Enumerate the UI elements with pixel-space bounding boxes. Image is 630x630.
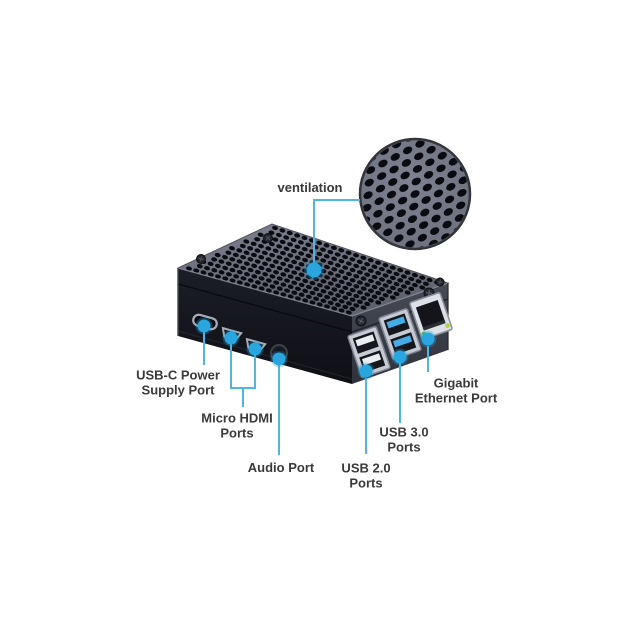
label-usb-2-0-ports: USB 2.0 Ports xyxy=(341,460,391,491)
device-case xyxy=(176,223,453,384)
label-micro-hdmi-ports: Micro HDMI Ports xyxy=(201,410,273,441)
label-audio-port: Audio Port xyxy=(247,459,315,476)
label-line: USB-C Power xyxy=(136,367,220,383)
label-usb-3-0-ports: USB 3.0 Ports xyxy=(379,424,429,455)
label-line: Ports xyxy=(387,439,421,454)
callout-dots xyxy=(195,260,437,380)
label-ventilation-text: ventilation xyxy=(277,179,343,195)
micro-hdmi-dot-2 xyxy=(246,340,264,358)
ethernet-dot xyxy=(419,330,437,348)
usb-c-dot xyxy=(195,317,213,335)
gigabit-ethernet-port xyxy=(409,292,453,340)
label-line: Ports xyxy=(349,475,383,490)
screw-top-right xyxy=(435,277,445,287)
ethernet-led-right xyxy=(445,323,450,328)
ventilation-callout-line xyxy=(313,199,360,263)
label-line: Ethernet Port xyxy=(414,390,498,405)
case-front-face xyxy=(178,268,352,384)
label-ventilation: ventilation xyxy=(277,179,343,196)
usb2-dot xyxy=(357,362,375,380)
ventilation-magnifier xyxy=(358,137,472,251)
usb-3-ports xyxy=(378,308,422,360)
screw-side-left xyxy=(355,315,367,327)
screw-top-left xyxy=(196,254,206,264)
micro-hdmi-dot-1 xyxy=(222,329,240,347)
usb3-dot xyxy=(391,348,409,366)
label-line: Audio Port xyxy=(247,459,315,475)
label-line: USB 3.0 xyxy=(379,424,429,440)
label-gigabit-ethernet-port: Gigabit Ethernet Port xyxy=(414,375,498,406)
label-line: USB 2.0 xyxy=(341,460,391,476)
case-top-edge-highlight xyxy=(177,267,449,317)
audio-dot xyxy=(270,350,288,368)
label-line: Supply Port xyxy=(141,382,215,397)
front-gloss-line xyxy=(177,330,353,380)
screw-top-back xyxy=(263,233,273,243)
label-usb-c-power-supply-port: USB-C Power Supply Port xyxy=(136,367,220,398)
label-line: Micro HDMI xyxy=(201,410,273,426)
micro-hdmi-callout-line xyxy=(230,344,256,407)
vent-holes xyxy=(186,225,440,315)
label-line: Ports xyxy=(220,425,254,440)
magnified-vent-holes xyxy=(361,140,469,248)
ventilation-dot xyxy=(304,260,324,280)
callout-lines xyxy=(203,199,429,455)
label-line: Gigabit xyxy=(433,375,479,391)
lid-seam-front xyxy=(177,283,353,333)
